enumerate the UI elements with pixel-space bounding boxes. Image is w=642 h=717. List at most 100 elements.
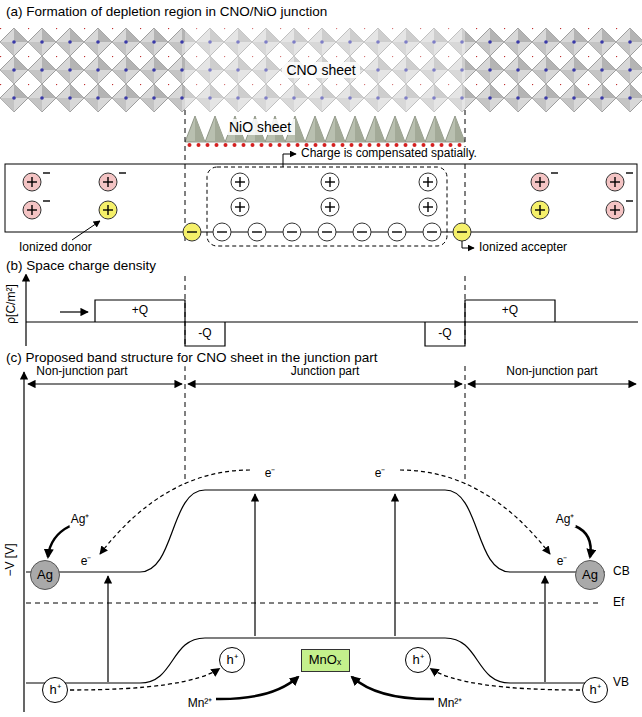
band-diagram xyxy=(28,383,182,384)
ion-label: Ag⁺ xyxy=(555,513,576,527)
charge-symbol xyxy=(231,198,249,216)
annotation: Ionized accepter xyxy=(478,241,568,255)
band-diagram xyxy=(254,494,255,636)
charge-symbol xyxy=(606,201,633,219)
charge-label: -Q xyxy=(197,327,212,341)
charge-symbol xyxy=(531,201,549,219)
charge-symbol xyxy=(606,173,633,191)
band-diagram xyxy=(352,677,434,699)
charge-symbol xyxy=(252,231,262,232)
charge-symbol xyxy=(353,223,371,241)
charge-symbol xyxy=(551,172,558,173)
mnox-box-text: MnOₓ xyxy=(309,653,341,668)
charge-density-plot xyxy=(25,274,26,346)
charge-symbol xyxy=(427,231,437,232)
charge-symbol xyxy=(283,223,301,241)
hole-circle: h⁺ xyxy=(42,677,68,703)
hole-circle: h⁺ xyxy=(405,647,431,673)
charge-density-plot xyxy=(60,311,88,312)
charge-symbol xyxy=(531,201,549,219)
cno-sheet-band: CNO sheet xyxy=(0,28,642,112)
charge-symbol xyxy=(606,201,624,219)
charge-density-plot xyxy=(425,300,555,346)
leader-line xyxy=(72,154,474,248)
cno-sheet-band-text: CNO sheet xyxy=(282,62,359,78)
charge-symbol xyxy=(23,173,41,191)
band-diagram xyxy=(100,470,250,554)
band-diagram xyxy=(107,576,108,682)
charge-symbol xyxy=(419,198,437,216)
charge-symbol xyxy=(248,223,266,241)
charge-symbol xyxy=(329,202,330,212)
band-diagram xyxy=(544,576,545,682)
charge-symbol xyxy=(99,201,117,219)
charge-symbol xyxy=(539,205,540,215)
band-diagram xyxy=(23,372,24,712)
electron-label: e⁻ xyxy=(80,555,93,569)
hole-circle: h⁺ xyxy=(219,647,245,673)
charge-density-plot xyxy=(26,321,638,322)
charge-symbol xyxy=(183,223,201,241)
charge-symbol xyxy=(23,201,50,219)
nio-sheet-band: NiO sheet xyxy=(185,112,465,142)
band-label: Ef xyxy=(612,596,625,610)
charge-symbol xyxy=(43,200,50,201)
charge-symbol xyxy=(119,172,126,173)
leader-line xyxy=(72,221,100,240)
charge-symbol xyxy=(423,223,441,241)
band-label: CB xyxy=(612,565,631,579)
charge-symbol xyxy=(626,200,633,201)
hole-transfer-arrow xyxy=(430,668,580,690)
hole-circle-text: h⁺ xyxy=(412,653,423,668)
charge-symbol xyxy=(388,223,406,241)
axis-label: −V [V] xyxy=(4,542,18,577)
charge-symbol xyxy=(539,177,540,187)
charge-symbol xyxy=(531,173,549,191)
mnox-box: MnOₓ xyxy=(301,649,350,672)
charge-density-plot xyxy=(95,300,225,346)
charge-symbol xyxy=(107,177,108,187)
electron-label: e⁻ xyxy=(556,555,569,569)
junction-boundary xyxy=(465,366,466,484)
axis-label: ρ[C/m²] xyxy=(5,283,19,325)
leader-line xyxy=(462,241,474,248)
charge-symbol xyxy=(321,198,339,216)
annotation: Charge is compensated spatially. xyxy=(300,147,478,161)
charge-symbol xyxy=(419,173,437,191)
charge-symbols xyxy=(23,173,633,241)
charge-symbol xyxy=(531,173,558,191)
band-diagram xyxy=(575,526,591,557)
panel-title: (b) Space charge density xyxy=(5,258,157,274)
cno-lattice xyxy=(0,28,642,112)
charge-symbol xyxy=(318,223,336,241)
region-label: Junction part xyxy=(290,365,361,379)
hole-circle-text: h⁺ xyxy=(589,683,600,698)
charge-symbol xyxy=(248,223,266,241)
charge-symbol xyxy=(427,177,428,187)
hole-circle-text: h⁺ xyxy=(226,653,237,668)
ag-particle: Ag xyxy=(575,560,605,590)
charge-symbol xyxy=(626,172,633,173)
charge-region xyxy=(5,164,637,246)
junction-boundary xyxy=(185,110,465,484)
charge-region xyxy=(207,167,447,246)
charge-symbol xyxy=(99,173,117,191)
band-diagram xyxy=(26,490,605,572)
charge-symbol xyxy=(213,223,231,241)
charge-label: +Q xyxy=(131,304,149,318)
charge-symbol xyxy=(427,202,428,212)
charge-symbol xyxy=(392,231,402,232)
charge-symbol xyxy=(43,172,50,173)
panel-title: (a) Formation of depletion region in CNO… xyxy=(5,4,328,20)
charge-symbol xyxy=(321,198,339,216)
charge-symbol xyxy=(321,173,339,191)
hole-circle: h⁺ xyxy=(582,677,608,703)
junction-boundary xyxy=(185,110,186,244)
charge-label: -Q xyxy=(437,327,452,341)
charge-symbol xyxy=(614,205,615,215)
charge-symbol xyxy=(99,201,117,219)
charge-symbol xyxy=(287,231,297,232)
charge-symbol xyxy=(457,231,467,232)
charge-label: +Q xyxy=(501,304,519,318)
